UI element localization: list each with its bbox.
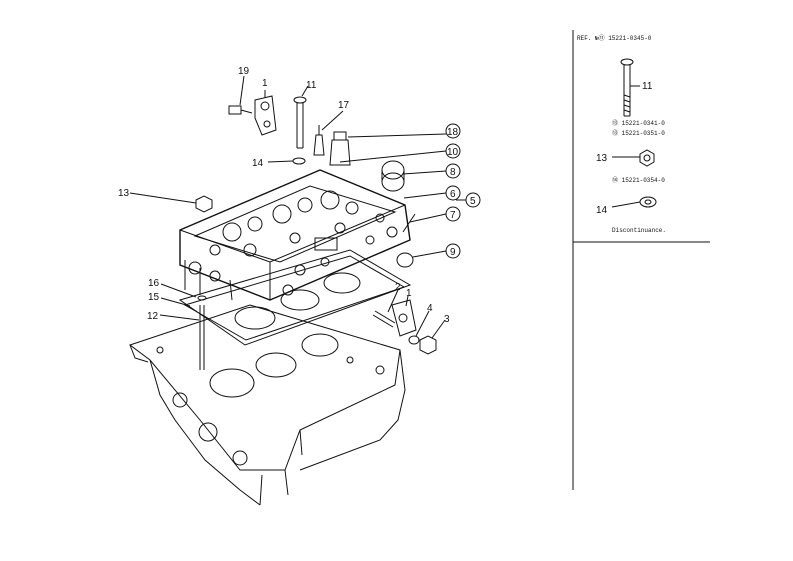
callout-13-left: 13 — [118, 188, 130, 199]
callout-11: 11 — [306, 80, 317, 91]
reference-panel: REF. №⑪ 15221-0345-0 11 ⑬ 15221-0341-0 ⑬… — [572, 30, 710, 490]
head-bolt-11 — [293, 96, 307, 149]
nut-3 — [419, 335, 437, 355]
bolt-19 — [228, 105, 253, 115]
callout-14: 14 — [252, 158, 264, 169]
bracket-1-side — [391, 299, 417, 337]
callout-7: 7 — [450, 210, 456, 221]
stud-2 — [372, 310, 396, 328]
nut-13-left — [195, 195, 213, 213]
ref-number-13b: ⑬ 15221-0351-0 — [612, 129, 665, 137]
callout-labels: 1 19 11 17 14 13 16 15 12 2 1 4 3 18 10 … — [118, 66, 481, 325]
callout-3: 3 — [444, 314, 450, 325]
washer-4 — [408, 335, 420, 345]
callout-4: 4 — [427, 303, 433, 314]
ref-number-11: REF. №⑪ 15221-0345-0 — [577, 34, 652, 42]
callout-16: 16 — [148, 278, 160, 289]
plug-9 — [396, 252, 414, 268]
callout-10: 10 — [447, 147, 459, 158]
nut-13-sidebar — [639, 149, 655, 167]
cylinder-head-gasket — [178, 249, 412, 346]
callout-19: 19 — [238, 66, 250, 77]
callout-1-top: 1 — [262, 78, 268, 89]
sidebar-part-11: 11 — [642, 81, 653, 92]
leader-lines — [129, 75, 466, 339]
nozzle-holder-18 — [329, 131, 351, 166]
sidebar-part-14: 14 — [596, 205, 608, 216]
discontinuance-note: Discontinuance. — [612, 227, 666, 234]
callout-12: 12 — [147, 311, 159, 322]
callout-9: 9 — [450, 247, 456, 258]
washer-14-sidebar — [639, 196, 657, 208]
bolt-11-sidebar — [620, 58, 634, 117]
valve-cover-bracket-top — [254, 95, 277, 136]
ref-number-13a: ⑬ 15221-0341-0 — [612, 119, 665, 127]
callout-6: 6 — [450, 189, 456, 200]
washer-14 — [292, 157, 306, 165]
ref-number-14: ⑭ 15221-0354-0 — [612, 176, 665, 184]
cylinder-head — [179, 169, 411, 301]
plug-8 — [381, 160, 405, 192]
callout-2: 2 — [395, 282, 401, 293]
callout-18: 18 — [447, 127, 459, 138]
stud-12 — [197, 295, 207, 370]
callout-1-side: 1 — [406, 288, 412, 299]
callout-15: 15 — [148, 292, 160, 303]
callout-5: 5 — [470, 196, 476, 207]
cylinder-block — [128, 304, 406, 506]
glow-plug-17 — [313, 125, 325, 156]
callout-17: 17 — [338, 100, 350, 111]
sidebar-part-13: 13 — [596, 153, 608, 164]
callout-8: 8 — [450, 167, 456, 178]
